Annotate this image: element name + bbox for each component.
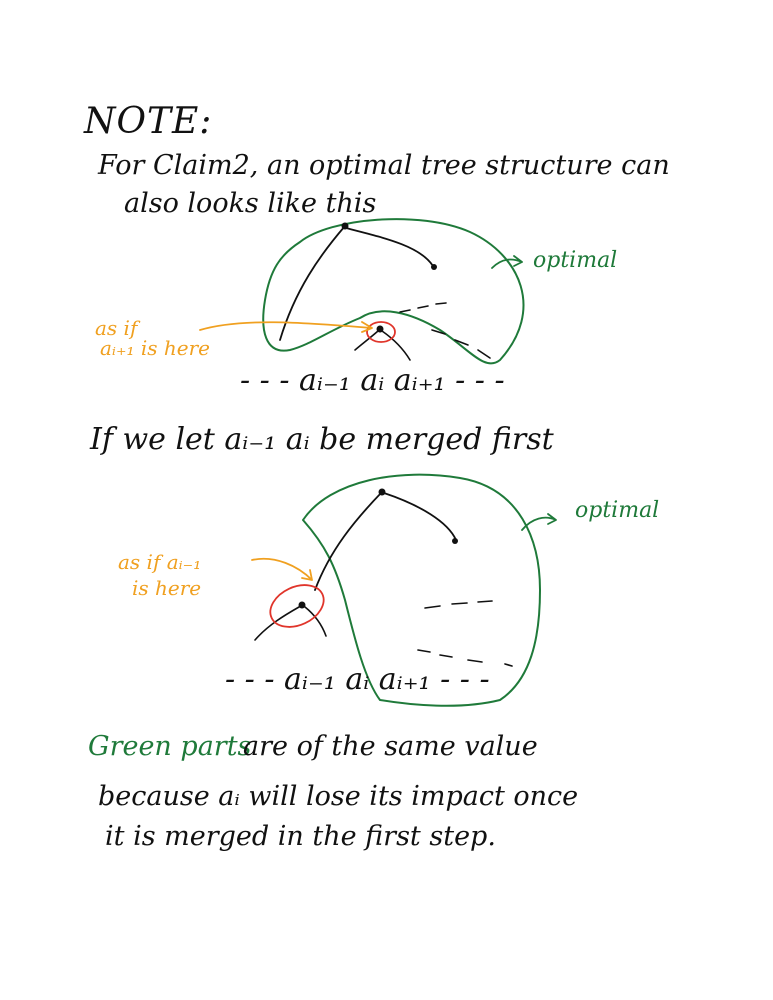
dashes-lower-2 [417, 649, 513, 667]
conclusion-line-3: it is merged in the first step. [105, 821, 496, 852]
note-line-1: For Claim2, an optimal tree structure ca… [98, 150, 670, 181]
green-parts-phrase: Green parts [88, 731, 252, 762]
optimal-region-outline-1 [262, 218, 525, 365]
arrow-asif-2 [251, 557, 313, 581]
arrow-optimal-1 [491, 255, 523, 269]
tree-node-root-1 [341, 222, 349, 230]
sequence-1: - - - aᵢ₋₁ aᵢ aᵢ₊₁ - - - [240, 363, 505, 398]
optimal-region-outline-2 [302, 473, 541, 707]
tree-branch-left-1 [279, 225, 346, 341]
tree-branch-right-1 [345, 227, 434, 267]
asif-label-1-line-2: aᵢ₊₁ is here [100, 336, 211, 360]
arrow-asif-1 [199, 321, 373, 333]
tree-branch-right-2 [383, 492, 457, 541]
merged-branch-left-1 [354, 330, 379, 351]
dashes-lower-1 [431, 329, 491, 359]
merged-branch-left-2 [254, 606, 300, 641]
asif-label-1-line-1: as if [95, 316, 138, 340]
conclusion-line-1-rest: are of the same value [243, 731, 538, 762]
highlight-circle-1 [366, 321, 396, 343]
note-title: NOTE: [84, 101, 213, 142]
optimal-label-2: optimal [575, 498, 660, 523]
dashes-upper-1 [399, 302, 447, 313]
tree-node-root-2 [378, 488, 386, 496]
asif-label-2-line-1: as if aᵢ₋₁ [118, 550, 202, 574]
sequence-2: - - - aᵢ₋₁ aᵢ aᵢ₊₁ - - - [225, 662, 490, 697]
arrow-optimal-2 [521, 513, 557, 531]
asif-label-2-line-2: is here [132, 576, 202, 600]
merged-branch-right-1 [381, 330, 411, 361]
merged-branch-right-2 [304, 606, 327, 637]
optimal-label-1: optimal [533, 248, 618, 273]
tree-branch-left-2 [314, 491, 383, 591]
tree-node-right-2 [452, 538, 458, 544]
tree-node-right-1 [431, 264, 437, 270]
merge-statement: If we let aᵢ₋₁ aᵢ be merged first [90, 422, 554, 457]
highlight-circle-2 [269, 584, 325, 628]
tree-node-merged-2 [298, 601, 306, 609]
note-line-2: also looks like this [124, 188, 377, 219]
dashes-middle-2 [424, 600, 493, 609]
conclusion-line-2: because aᵢ will lose its impact once [98, 781, 579, 812]
